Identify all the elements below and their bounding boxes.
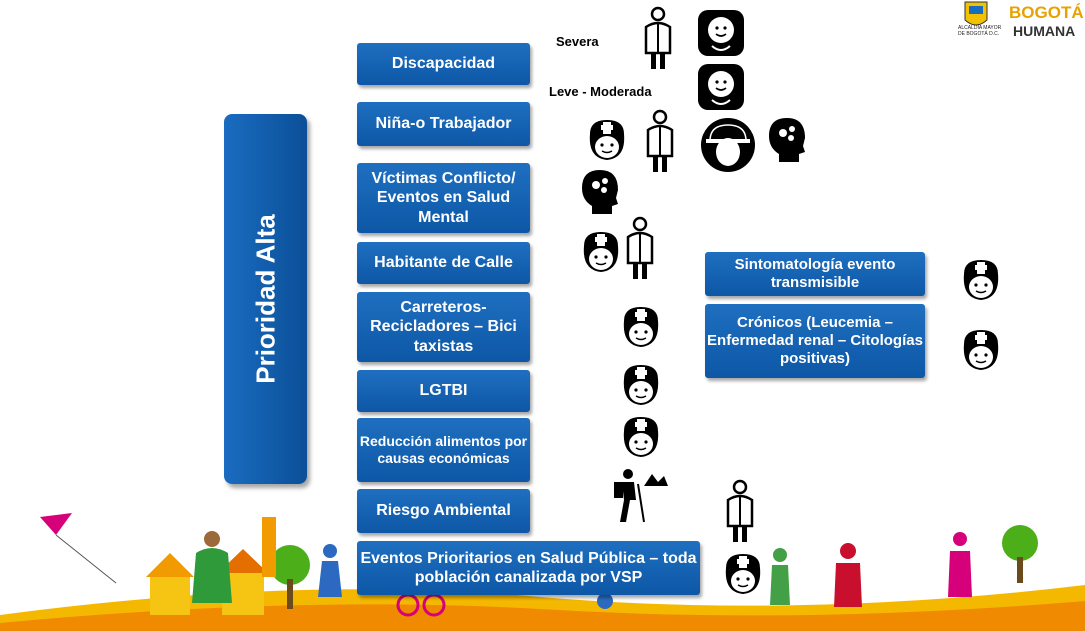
- bogota-humana-logo: BOGOTÁ HUMANA ALCALDÍA MAYOR DE BOGOTÁ D…: [955, 0, 1085, 60]
- disability-face-icon: [698, 10, 744, 56]
- hiker-environment-icon: [614, 469, 668, 523]
- nurse-icon: [583, 232, 619, 272]
- svg-text:DE BOGOTÁ D.C.: DE BOGOTÁ D.C.: [958, 30, 999, 37]
- mental-health-head-icon: [582, 170, 618, 214]
- box-habitante-calle: Habitante de Calle: [357, 242, 530, 284]
- nurse-icon: [623, 365, 659, 405]
- nurse-icon: [623, 307, 659, 347]
- box-victimas: Víctimas Conflicto/ Eventos en Salud Men…: [357, 163, 530, 233]
- doctor-icon: [646, 109, 674, 172]
- doctor-icon: [726, 479, 754, 542]
- nurse-icon: [623, 417, 659, 457]
- nurse-icon: [963, 330, 999, 370]
- box-lgtbi: LGTBI: [357, 370, 530, 412]
- box-carreteros: Carreteros- Recicladores – Bici taxistas: [357, 292, 530, 362]
- bogota-humana-banner: [0, 513, 1085, 631]
- svg-text:HUMANA: HUMANA: [1013, 23, 1075, 39]
- box-discapacidad: Discapacidad: [357, 43, 530, 85]
- doctor-icon: [644, 6, 672, 69]
- svg-text:ALCALDÍA MAYOR: ALCALDÍA MAYOR: [958, 24, 1002, 31]
- box-reduccion-alimentos: Reducción alimentos por causas económica…: [357, 418, 530, 482]
- box-nino-trabajador: Niña-o Trabajador: [357, 102, 530, 146]
- nurse-icon: [589, 120, 625, 160]
- hard-hat-worker-icon: [701, 118, 755, 172]
- box-sintomatologia: Sintomatología evento transmisible: [705, 252, 925, 296]
- label-severa: Severa: [556, 34, 599, 49]
- nurse-icon: [963, 260, 999, 300]
- disability-face-icon: [698, 64, 744, 110]
- prioridad-alta-title: Prioridad Alta: [250, 214, 280, 384]
- label-leve-moderada: Leve - Moderada: [549, 84, 652, 99]
- svg-text:BOGOTÁ: BOGOTÁ: [1009, 3, 1084, 22]
- box-riesgo-ambiental: Riesgo Ambiental: [357, 489, 530, 533]
- box-eventos-prioritarios: Eventos Prioritarios en Salud Pública – …: [357, 541, 700, 595]
- nurse-icon: [725, 554, 761, 594]
- doctor-icon: [626, 216, 654, 279]
- prioridad-alta-panel: Prioridad Alta: [224, 114, 307, 484]
- box-cronicos: Crónicos (Leucemia – Enfermedad renal – …: [705, 304, 925, 378]
- mental-health-head-icon: [769, 118, 805, 162]
